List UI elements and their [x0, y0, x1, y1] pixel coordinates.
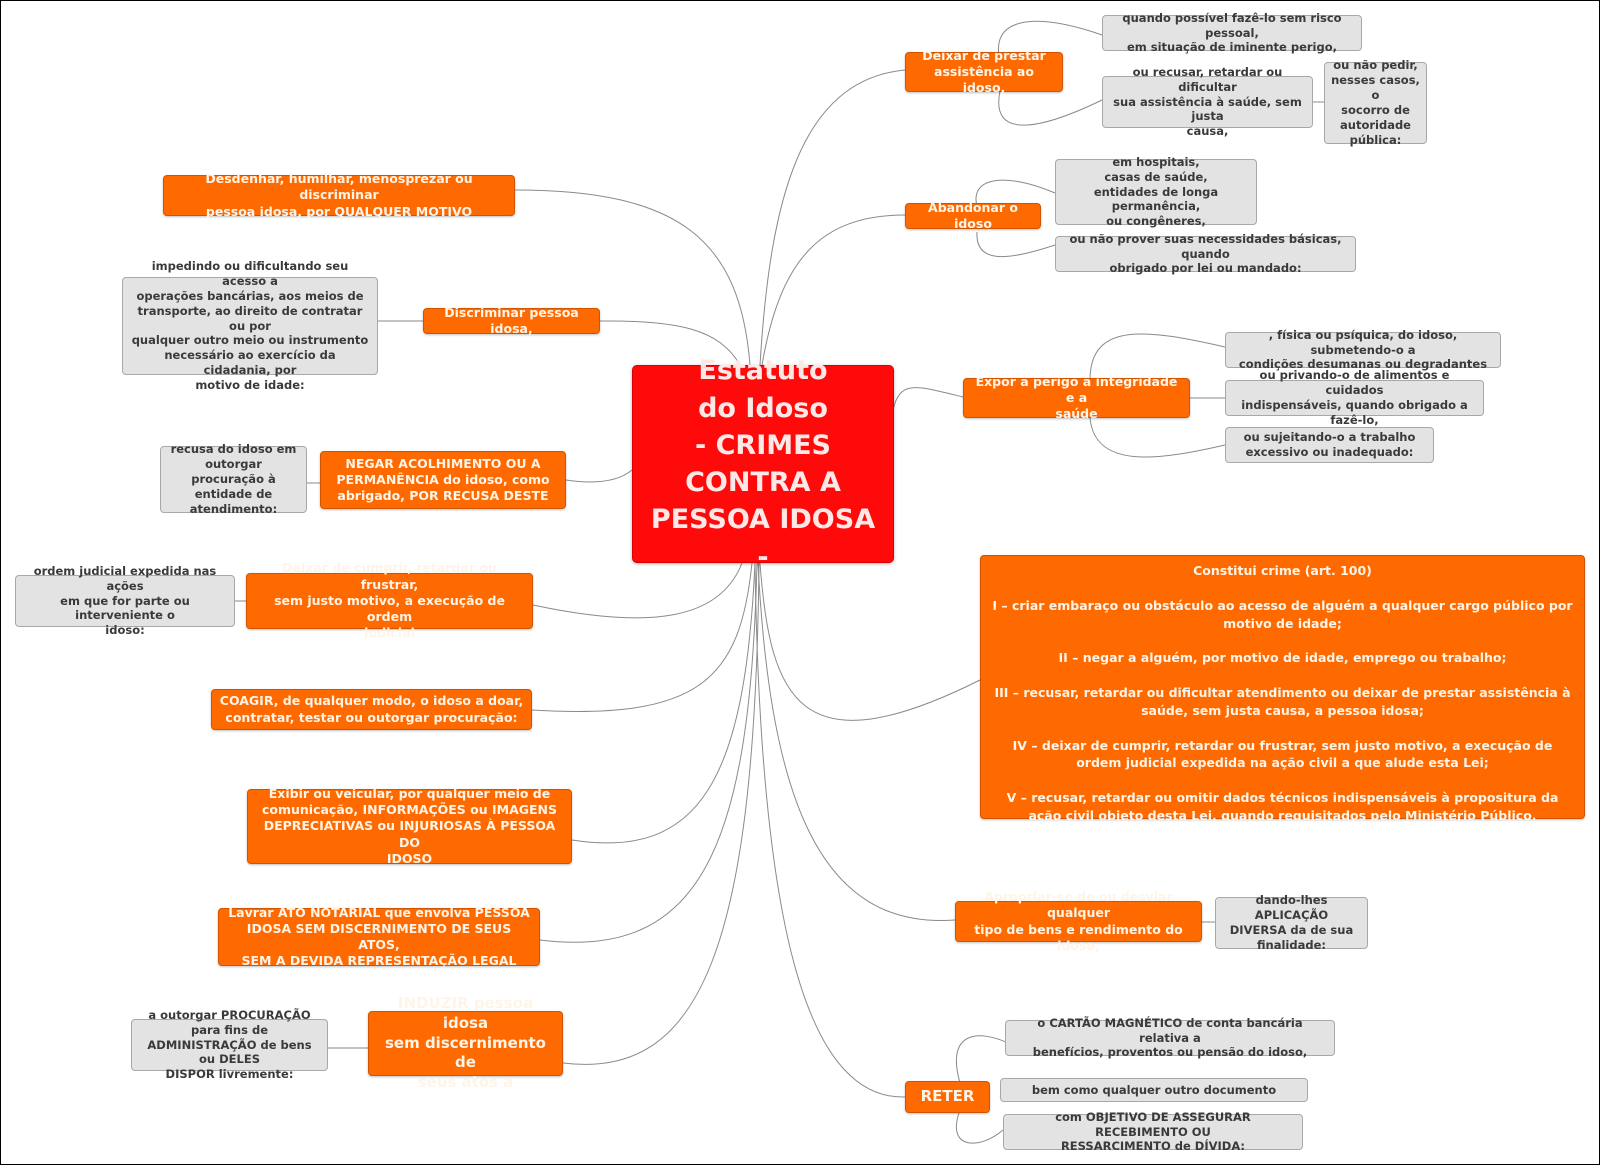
- link-expor-c3: [1089, 417, 1226, 458]
- child-label: dando-lhes APLICAÇÃO DIVERSA da de sua f…: [1229, 893, 1354, 952]
- branch-constitui-crime[interactable]: Constitui crime (art. 100) I – criar emb…: [980, 555, 1585, 823]
- child-label: o CARTÃO MAGNÉTICO de conta bancária rel…: [1032, 1015, 1308, 1060]
- link-root-discriminar: [599, 320, 741, 366]
- branch-label: RETER: [920, 1087, 975, 1106]
- branch-label: Desdenhar, humilhar, menosprezar ou disc…: [205, 171, 473, 219]
- child-deixar-prestar-1[interactable]: quando possível fazê-lo sem risco pessoa…: [1102, 11, 1362, 54]
- child-expor-1[interactable]: , física ou psíquica, do idoso, submeten…: [1225, 328, 1501, 371]
- link-root-expor: [892, 387, 964, 411]
- branch-reter[interactable]: RETER: [905, 1081, 990, 1113]
- child-label: ou sujeitando-o a trabalho excessivo ou …: [1243, 430, 1416, 459]
- link-root-abandonar: [761, 214, 906, 366]
- child-induzir[interactable]: a outorgar PROCURAÇÃO para fins de ADMIN…: [131, 1008, 328, 1081]
- link-reter-c3: [955, 1109, 1004, 1144]
- link-root-reter: [754, 562, 906, 1098]
- branch-label: Abandonar o idoso: [928, 199, 1018, 231]
- grandchild-deixar-prestar[interactable]: ou não pedir, nesses casos, o socorro de…: [1324, 58, 1427, 147]
- child-label: quando possível fazê-lo sem risco pessoa…: [1122, 10, 1342, 55]
- branch-discriminar[interactable]: Discriminar pessoa idosa,: [423, 305, 600, 336]
- branch-expor[interactable]: Expor a perigo a integridade e a saúde: [963, 374, 1190, 421]
- child-label: ordem judicial expedida nas ações em que…: [33, 563, 217, 638]
- child-apropriar[interactable]: dando-lhes APLICAÇÃO DIVERSA da de sua f…: [1215, 893, 1368, 952]
- link-root-lavrar: [539, 562, 758, 943]
- root-node[interactable]: Estatuto do Idoso - CRIMES CONTRA A PESS…: [632, 355, 894, 573]
- branch-exibir[interactable]: Exibir ou veicular, por qualquer meio de…: [247, 785, 572, 866]
- branch-label: Exibir ou veicular, por qualquer meio de…: [261, 785, 558, 866]
- link-deixar-prestar-c2: [998, 90, 1103, 126]
- link-root-desdenhar: [514, 189, 751, 366]
- root-title: Estatuto do Idoso - CRIMES CONTRA A PESS…: [650, 355, 876, 573]
- child-label: a outorgar PROCURAÇÃO para fins de ADMIN…: [147, 1007, 312, 1082]
- crime-list-heading: Constitui crime (art. 100): [1193, 563, 1372, 578]
- child-label: bem como qualquer outro documento: [1031, 1082, 1277, 1097]
- child-label: ou recusar, retardar ou dificultar sua a…: [1113, 64, 1302, 139]
- branch-desdenhar[interactable]: Desdenhar, humilhar, menosprezar ou disc…: [163, 171, 515, 219]
- child-label: ou privando-o de alimentos e cuidados in…: [1241, 368, 1468, 427]
- crime-item-5: V – recusar, retardar ou omitir dados té…: [1006, 790, 1559, 823]
- child-deixar-cumprir[interactable]: ordem judicial expedida nas ações em que…: [15, 564, 235, 637]
- branch-label: Deixar de prestar assistência ao idoso,: [922, 47, 1046, 96]
- link-root-exibir: [571, 562, 756, 844]
- child-label: ou não prover suas necessidades básicas,…: [1069, 231, 1342, 276]
- crime-item-2: II – negar a alguém, por motivo de idade…: [1058, 650, 1507, 666]
- child-deixar-prestar-2[interactable]: ou recusar, retardar ou dificultar sua a…: [1102, 65, 1313, 138]
- branch-lavrar[interactable]: Lavrar ATO NOTARIAL que envolva PESSOA I…: [218, 905, 540, 968]
- branch-deixar-prestar[interactable]: Deixar de prestar assistência ao idoso,: [905, 48, 1063, 95]
- link-root-apropriar: [757, 562, 956, 922]
- crime-item-1: I – criar embaraço ou obstáculo ao acess…: [992, 597, 1573, 631]
- link-root-constitui: [759, 562, 981, 721]
- branch-label: INDUZIR pessoa idosa sem discernimento d…: [384, 994, 546, 1092]
- link-expor-c1: [1089, 333, 1226, 381]
- child-reter-1[interactable]: o CARTÃO MAGNÉTICO de conta bancária rel…: [1005, 1016, 1335, 1059]
- child-reter-3[interactable]: com OBJETIVO DE ASSEGURAR RECEBIMENTO OU…: [1003, 1110, 1303, 1153]
- branch-negar[interactable]: NEGAR ACOLHIMENTO OU A PERMANÊNCIA do id…: [320, 451, 566, 509]
- child-expor-2[interactable]: ou privando-o de alimentos e cuidados in…: [1225, 368, 1484, 427]
- link-reter-c1: [955, 1035, 1009, 1084]
- child-label: em hospitais, casas de saúde, entidades …: [1093, 154, 1219, 229]
- link-root-induzir: [562, 562, 760, 1065]
- branch-coagir[interactable]: COAGIR, de qualquer modo, o idoso a doar…: [211, 689, 532, 730]
- branch-abandonar[interactable]: Abandonar o idoso: [905, 200, 1041, 231]
- crime-item-3: III – recusar, retardar ou dificultar at…: [994, 685, 1571, 718]
- child-label: , física ou psíquica, do idoso, submeten…: [1238, 327, 1488, 372]
- branch-apropriar[interactable]: Apropriar-se de ou desviar qualquer tipo…: [955, 889, 1202, 953]
- link-abandonar-c2: [976, 231, 1056, 258]
- child-label: recusa do idoso em outorgar procuração à…: [170, 442, 297, 516]
- branch-deixar-cumprir[interactable]: Deixar de cumprir, retardar ou frustrar,…: [246, 560, 533, 640]
- branch-label: NEGAR ACOLHIMENTO OU A PERMANÊNCIA do id…: [336, 455, 550, 504]
- crime-item-4: IV – deixar de cumprir, retardar ou frus…: [1012, 737, 1553, 771]
- branch-label: Expor a perigo a integridade e a saúde: [975, 373, 1178, 422]
- child-label: ou não pedir, nesses casos, o socorro de…: [1331, 58, 1420, 147]
- branch-label: COAGIR, de qualquer modo, o idoso a doar…: [219, 693, 524, 725]
- child-label: com OBJETIVO DE ASSEGURAR RECEBIMENTO OU…: [1055, 1109, 1251, 1154]
- link-root-negar: [565, 469, 633, 483]
- branch-label: Apropriar-se de ou desviar qualquer tipo…: [974, 889, 1183, 953]
- link-root-deixar-prestar: [759, 69, 906, 366]
- link-abandonar-c1: [975, 179, 1056, 207]
- link-root-coagir: [531, 562, 753, 712]
- child-reter-2[interactable]: bem como qualquer outro documento: [1000, 1078, 1308, 1102]
- link-root-deixar-cumprir: [532, 562, 743, 619]
- branch-induzir[interactable]: INDUZIR pessoa idosa sem discernimento d…: [368, 994, 563, 1091]
- child-negar[interactable]: recusa do idoso em outorgar procuração à…: [160, 442, 307, 516]
- child-expor-3[interactable]: ou sujeitando-o a trabalho excessivo ou …: [1225, 427, 1434, 463]
- child-abandonar-1[interactable]: em hospitais, casas de saúde, entidades …: [1055, 155, 1257, 228]
- branch-label: Discriminar pessoa idosa,: [444, 304, 579, 336]
- child-label: impedindo ou dificultando seu acesso a o…: [131, 258, 369, 393]
- child-abandonar-2[interactable]: ou não prover suas necessidades básicas,…: [1055, 232, 1356, 275]
- branch-label: Deixar de cumprir, retardar ou frustrar,…: [274, 560, 505, 641]
- child-discriminar[interactable]: impedindo ou dificultando seu acesso a o…: [122, 259, 378, 392]
- link-deixar-prestar-c1: [998, 20, 1103, 61]
- branch-label: Lavrar ATO NOTARIAL que envolva PESSOA I…: [228, 904, 530, 969]
